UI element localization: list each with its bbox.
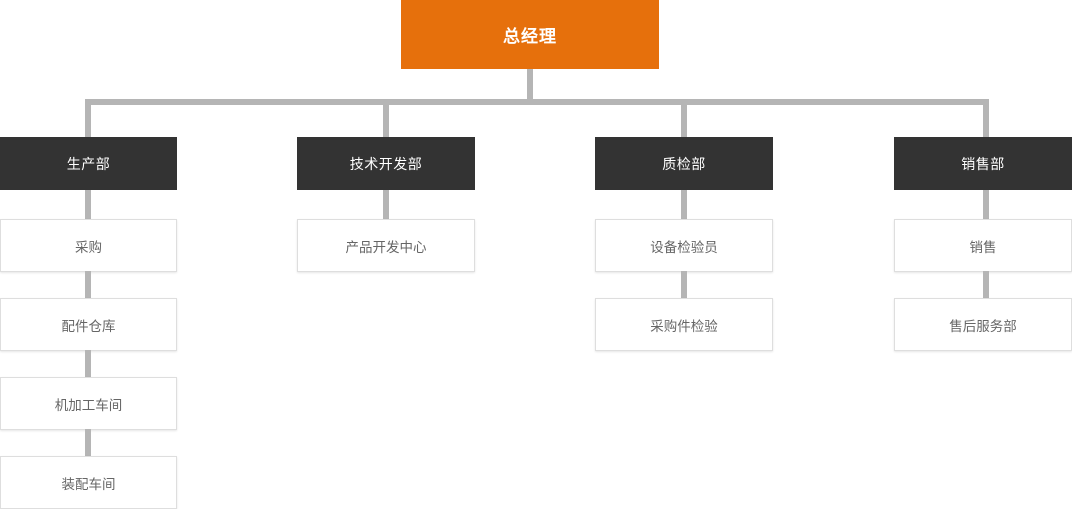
- node-purchased-parts-inspection[interactable]: 采购件检验: [595, 298, 773, 351]
- connector-col1-child1-to-child2: [85, 271, 91, 299]
- connector-col4-dept-to-child1: [983, 190, 989, 219]
- connector-drop-dept-1: [85, 99, 91, 137]
- connector-col4-child1-to-child2: [983, 271, 989, 299]
- connector-root-stem: [527, 69, 533, 105]
- connector-col1-dept-to-child1: [85, 190, 91, 219]
- node-machining-workshop[interactable]: 机加工车间: [0, 377, 177, 430]
- node-department-tech-development[interactable]: 技术开发部: [297, 137, 475, 190]
- node-sales[interactable]: 销售: [894, 219, 1072, 272]
- connector-drop-dept-2: [383, 99, 389, 137]
- connector-horizontal-bus: [85, 99, 989, 105]
- connector-col1-child2-to-child3: [85, 350, 91, 378]
- connector-col3-dept-to-child1: [681, 190, 687, 219]
- connector-col2-dept-to-child1: [383, 190, 389, 219]
- node-parts-warehouse[interactable]: 配件仓库: [0, 298, 177, 351]
- connector-drop-dept-4: [983, 99, 989, 137]
- connector-drop-dept-3: [681, 99, 687, 137]
- node-product-development-center[interactable]: 产品开发中心: [297, 219, 475, 272]
- connector-col1-child3-to-child4: [85, 429, 91, 457]
- node-assembly-workshop[interactable]: 装配车间: [0, 456, 177, 509]
- node-procurement[interactable]: 采购: [0, 219, 177, 272]
- node-equipment-inspector[interactable]: 设备检验员: [595, 219, 773, 272]
- node-department-quality-inspection[interactable]: 质检部: [595, 137, 773, 190]
- node-department-sales[interactable]: 销售部: [894, 137, 1072, 190]
- node-department-production[interactable]: 生产部: [0, 137, 177, 190]
- node-after-sales-service[interactable]: 售后服务部: [894, 298, 1072, 351]
- connector-col3-child1-to-child2: [681, 271, 687, 299]
- node-general-manager[interactable]: 总经理: [401, 0, 659, 69]
